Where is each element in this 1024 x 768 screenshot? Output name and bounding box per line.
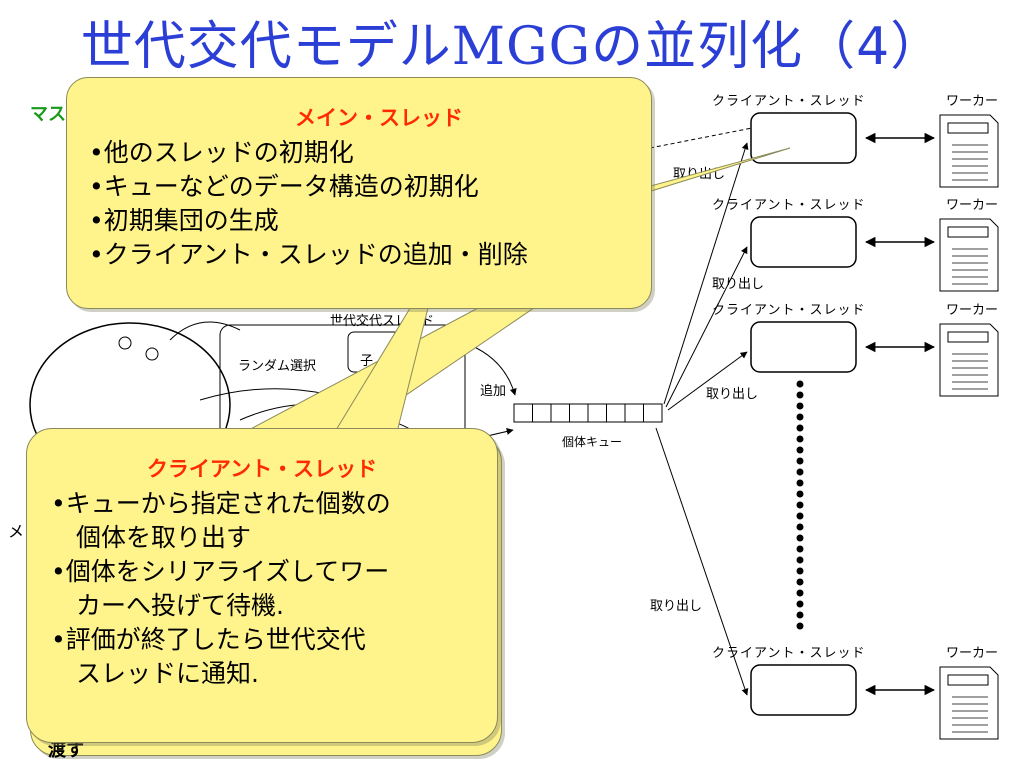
bottom-fragment: 渡す (48, 740, 84, 761)
worker-label: ワーカー (946, 94, 998, 109)
take-out-arrow (655, 427, 749, 696)
list-item: •クライアント・スレッドの追加・削除 (89, 240, 528, 269)
queue-cell (513, 403, 533, 423)
queue-cell (532, 403, 552, 423)
title-text-suffix: の並列化（4） (591, 17, 944, 77)
take-out-arrow (665, 246, 748, 408)
queue-cell (587, 403, 607, 423)
queue-cell (624, 403, 644, 423)
title-text-latin: MGG (451, 17, 592, 77)
take-out-label: 取り出し (706, 387, 758, 402)
main-callout-leader (649, 127, 753, 149)
client-thread-label: クライアント・スレッド (712, 646, 865, 661)
client-thread-label: クライアント・スレッド (712, 198, 865, 213)
list-item: •初期集団の生成 (89, 206, 279, 235)
list-item: カーへ投げて待機. (51, 591, 284, 620)
individual-node (118, 336, 132, 350)
title-text-prefix: 世代交代モデル (80, 17, 452, 77)
worker-label: ワーカー (946, 646, 998, 661)
take-out-arrow (667, 351, 748, 411)
client-thread-label: クライアント・スレッド (712, 94, 865, 109)
list-item: •個体をシリアライズしてワー (51, 557, 390, 586)
client-thread-callout: クライアント・スレッド •キューから指定された個数の 個体を取り出す •個体をシ… (26, 428, 498, 743)
individual-node (145, 347, 159, 361)
main-thread-list: •他のスレッドの初期化 •キューなどのデータ構造の初期化 •初期集団の生成 •ク… (89, 136, 651, 272)
client-thread-box (750, 664, 857, 716)
worker-document-field (947, 674, 989, 686)
client-thread-label: クライアント・スレッド (712, 303, 865, 318)
select-arc (169, 321, 241, 341)
client-thread-box (750, 321, 857, 373)
add-arrow (469, 344, 517, 396)
queue-cell (643, 403, 663, 423)
left-fragment: メ (8, 522, 25, 541)
random-select-label: ランダム選択 (238, 359, 316, 374)
worker-document-field (947, 226, 989, 238)
main-thread-heading: メイン・スレッド (295, 106, 463, 130)
client-thread-list: •キューから指定された個数の 個体を取り出す •個体をシリアライズしてワー カー… (51, 487, 497, 691)
take-out-arrow (663, 142, 749, 405)
list-item: •評価が終了したら世代交代 (51, 625, 366, 654)
main-thread-callout: メイン・スレッド •他のスレッドの初期化 •キューなどのデータ構造の初期化 •初… (66, 77, 652, 309)
queue-cell (550, 403, 570, 423)
page-title: 世代交代モデルMGGの並列化（4） (0, 4, 1024, 79)
client-thread-heading: クライアント・スレッド (146, 457, 378, 481)
list-item: 個体を取り出す (51, 523, 252, 552)
queue-cell (569, 403, 589, 423)
worker-document-field (947, 331, 989, 343)
take-out-label: 取り出し (650, 599, 702, 614)
queue-cell (606, 403, 626, 423)
queue-label: 個体キュー (562, 435, 622, 449)
list-item: •他のスレッドの初期化 (89, 138, 354, 167)
individual-queue (513, 403, 663, 423)
list-item: •キューなどのデータ構造の初期化 (89, 172, 479, 201)
worker-document-field (947, 122, 989, 134)
client-thread-box (750, 112, 857, 164)
master-fragment: マス (30, 104, 66, 125)
worker-label: ワーカー (946, 303, 998, 318)
add-label: 追加 (480, 383, 506, 399)
list-item: •キューから指定された個数の (51, 489, 391, 518)
take-out-label: 取り出し (712, 277, 764, 292)
list-item: スレッドに通知. (51, 659, 259, 688)
worker-label: ワーカー (946, 198, 998, 213)
client-thread-box (750, 216, 857, 268)
